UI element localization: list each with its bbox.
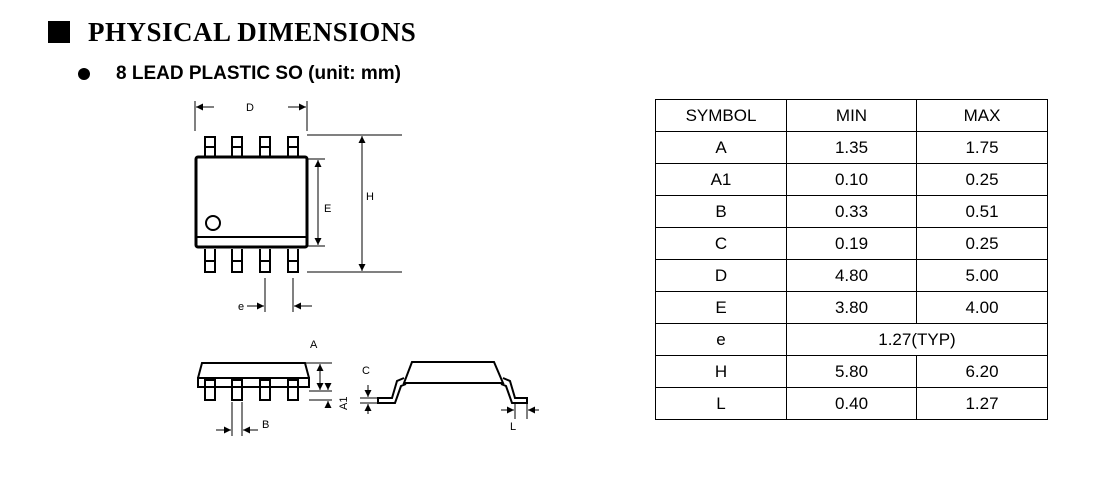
round-bullet-icon (78, 68, 90, 80)
cell-symbol: A (655, 131, 787, 164)
cell-max: 5.00 (916, 259, 1048, 292)
label-A: A (310, 339, 318, 351)
label-D: D (246, 102, 254, 114)
cell-max: 0.25 (916, 163, 1048, 196)
table-row: A1 0.10 0.25 (655, 163, 1048, 196)
table-row: L 0.40 1.27 (655, 387, 1048, 420)
label-e: e (238, 301, 244, 313)
header-max: MAX (916, 99, 1048, 132)
cell-max: 0.25 (916, 227, 1048, 260)
cell-min: 0.19 (786, 227, 917, 260)
table-row: C 0.19 0.25 (655, 227, 1048, 260)
table-row: E 3.80 4.00 (655, 291, 1048, 324)
cell-min: 5.80 (786, 355, 917, 388)
dimensions-table: SYMBOL MIN MAX A 1.35 1.75 A1 0.10 0.25 … (655, 99, 1048, 420)
table-header-row: SYMBOL MIN MAX (655, 99, 1048, 132)
cell-min: 0.40 (786, 387, 917, 420)
cell-max: 0.51 (916, 195, 1048, 228)
cell-symbol: L (655, 387, 787, 420)
cell-min: 0.10 (786, 163, 917, 196)
cell-symbol: B (655, 195, 787, 228)
side-view: C L (360, 361, 539, 433)
pin1-marker-icon (205, 215, 221, 231)
package-drawing: D E H e (194, 101, 539, 436)
cell-symbol: e (655, 323, 787, 356)
header-symbol: SYMBOL (655, 99, 787, 132)
square-bullet-icon (48, 21, 70, 43)
package-subtitle: 8 LEAD PLASTIC SO (unit: mm) (78, 60, 401, 88)
label-E: E (324, 203, 331, 215)
table-row: H 5.80 6.20 (655, 355, 1048, 388)
front-view: A A1 B (197, 339, 350, 436)
cell-typ: 1.27(TYP) (786, 323, 1048, 356)
cell-min: 0.33 (786, 195, 917, 228)
cell-max: 1.27 (916, 387, 1048, 420)
cell-max: 6.20 (916, 355, 1048, 388)
cell-min: 1.35 (786, 131, 917, 164)
cell-max: 4.00 (916, 291, 1048, 324)
label-A1: A1 (338, 397, 350, 410)
page-title: PHYSICAL DIMENSIONS (88, 16, 417, 47)
label-C: C (362, 365, 370, 377)
label-B: B (262, 419, 269, 431)
table-row: A 1.35 1.75 (655, 131, 1048, 164)
subtitle-text: 8 LEAD PLASTIC SO (unit: mm) (116, 63, 401, 84)
table-row: e 1.27(TYP) (655, 323, 1048, 356)
cell-min: 3.80 (786, 291, 917, 324)
cell-max: 1.75 (916, 131, 1048, 164)
label-L: L (510, 421, 516, 433)
top-view: D E H e (194, 101, 402, 313)
section-title: PHYSICAL DIMENSIONS (48, 12, 416, 52)
table-row: D 4.80 5.00 (655, 259, 1048, 292)
cell-min: 4.80 (786, 259, 917, 292)
cell-symbol: C (655, 227, 787, 260)
table-row: B 0.33 0.51 (655, 195, 1048, 228)
cell-symbol: A1 (655, 163, 787, 196)
label-H: H (366, 191, 374, 203)
cell-symbol: E (655, 291, 787, 324)
header-min: MIN (786, 99, 917, 132)
cell-symbol: D (655, 259, 787, 292)
cell-symbol: H (655, 355, 787, 388)
